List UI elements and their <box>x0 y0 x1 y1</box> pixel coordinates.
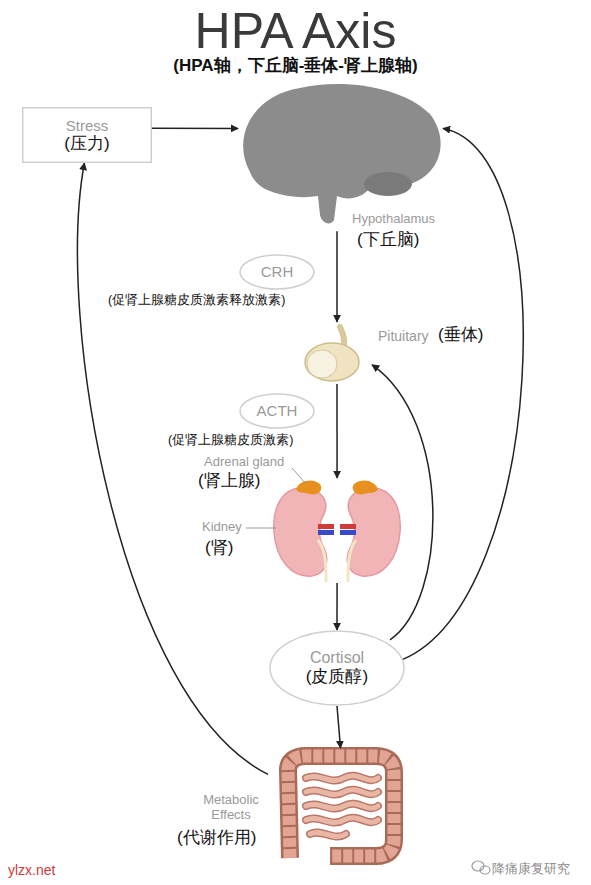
chinese-label: (代谢作用) <box>177 828 256 848</box>
arrow-connector <box>402 128 523 659</box>
wechat-icon <box>472 861 490 874</box>
stress-box: Stress(压力) <box>22 107 152 163</box>
chinese-label: (促肾上腺糖皮质激素释放激素) <box>108 293 285 307</box>
pituitary-illustration <box>305 327 359 381</box>
arrow-connector <box>336 384 338 478</box>
arrow-connector <box>372 365 433 640</box>
chinese-label: (垂体) <box>438 325 483 345</box>
node-content: CRH <box>239 254 315 290</box>
arrow-connector <box>337 706 341 748</box>
english-label: Metabolic Effects <box>196 793 266 823</box>
english-label: Cortisol <box>310 649 364 667</box>
outline-shape <box>240 255 314 289</box>
watermark: 降痛康复研究 <box>492 860 570 878</box>
chinese-label: (下丘脑) <box>357 230 419 250</box>
hormone-ellipse: CRH(促肾上腺糖皮质激素释放激素) <box>239 254 315 290</box>
chinese-label: (促肾上腺糖皮质激素) <box>168 433 293 447</box>
intestine-illustration <box>288 756 394 858</box>
english-label: Pituitary <box>378 328 429 344</box>
metabolic-region: Metabolic Effects(代谢作用) <box>268 748 413 868</box>
source-url: ylzx.net <box>8 862 55 878</box>
chinese-label: (压力) <box>64 134 109 154</box>
chinese-label: (肾) <box>205 538 233 558</box>
node-content: ACTH <box>239 393 315 429</box>
hypothalamus-region: Hypothalamus(下丘脑) <box>238 82 443 227</box>
chinese-label: (皮质醇) <box>306 667 368 687</box>
outline-shape <box>270 631 404 705</box>
cortisol-ellipse: Cortisol(皮质醇) <box>269 630 405 706</box>
english-label: Hypothalamus <box>352 212 435 227</box>
arrow-connector <box>152 128 238 130</box>
subtitle: (HPA轴，下丘脑-垂体-肾上腺轴) <box>173 54 417 77</box>
english-label: Kidney <box>202 520 242 535</box>
english-label: Stress <box>66 117 109 134</box>
english-label: Adrenal gland <box>204 455 284 470</box>
english-label: CRH <box>261 263 294 280</box>
hormone-ellipse: ACTH(促肾上腺糖皮质激素) <box>239 393 315 429</box>
brain-illustration <box>243 84 440 224</box>
arrow-connector <box>336 231 338 322</box>
title: HPA Axis <box>195 2 397 60</box>
adrenal-kidney-region: Adrenal gland(肾上腺)Kidney(肾) <box>265 478 410 583</box>
outline-shape <box>240 394 314 428</box>
arrow-connector <box>336 583 338 630</box>
english-label: ACTH <box>257 402 298 419</box>
kidney-illustration <box>246 468 400 582</box>
outline-shape <box>23 108 152 163</box>
pituitary-region: Pituitary(垂体) <box>300 322 372 384</box>
chinese-label: (肾上腺) <box>198 471 260 491</box>
node-content: Cortisol(皮质醇) <box>269 630 405 706</box>
node-content: Stress(压力) <box>22 107 152 163</box>
